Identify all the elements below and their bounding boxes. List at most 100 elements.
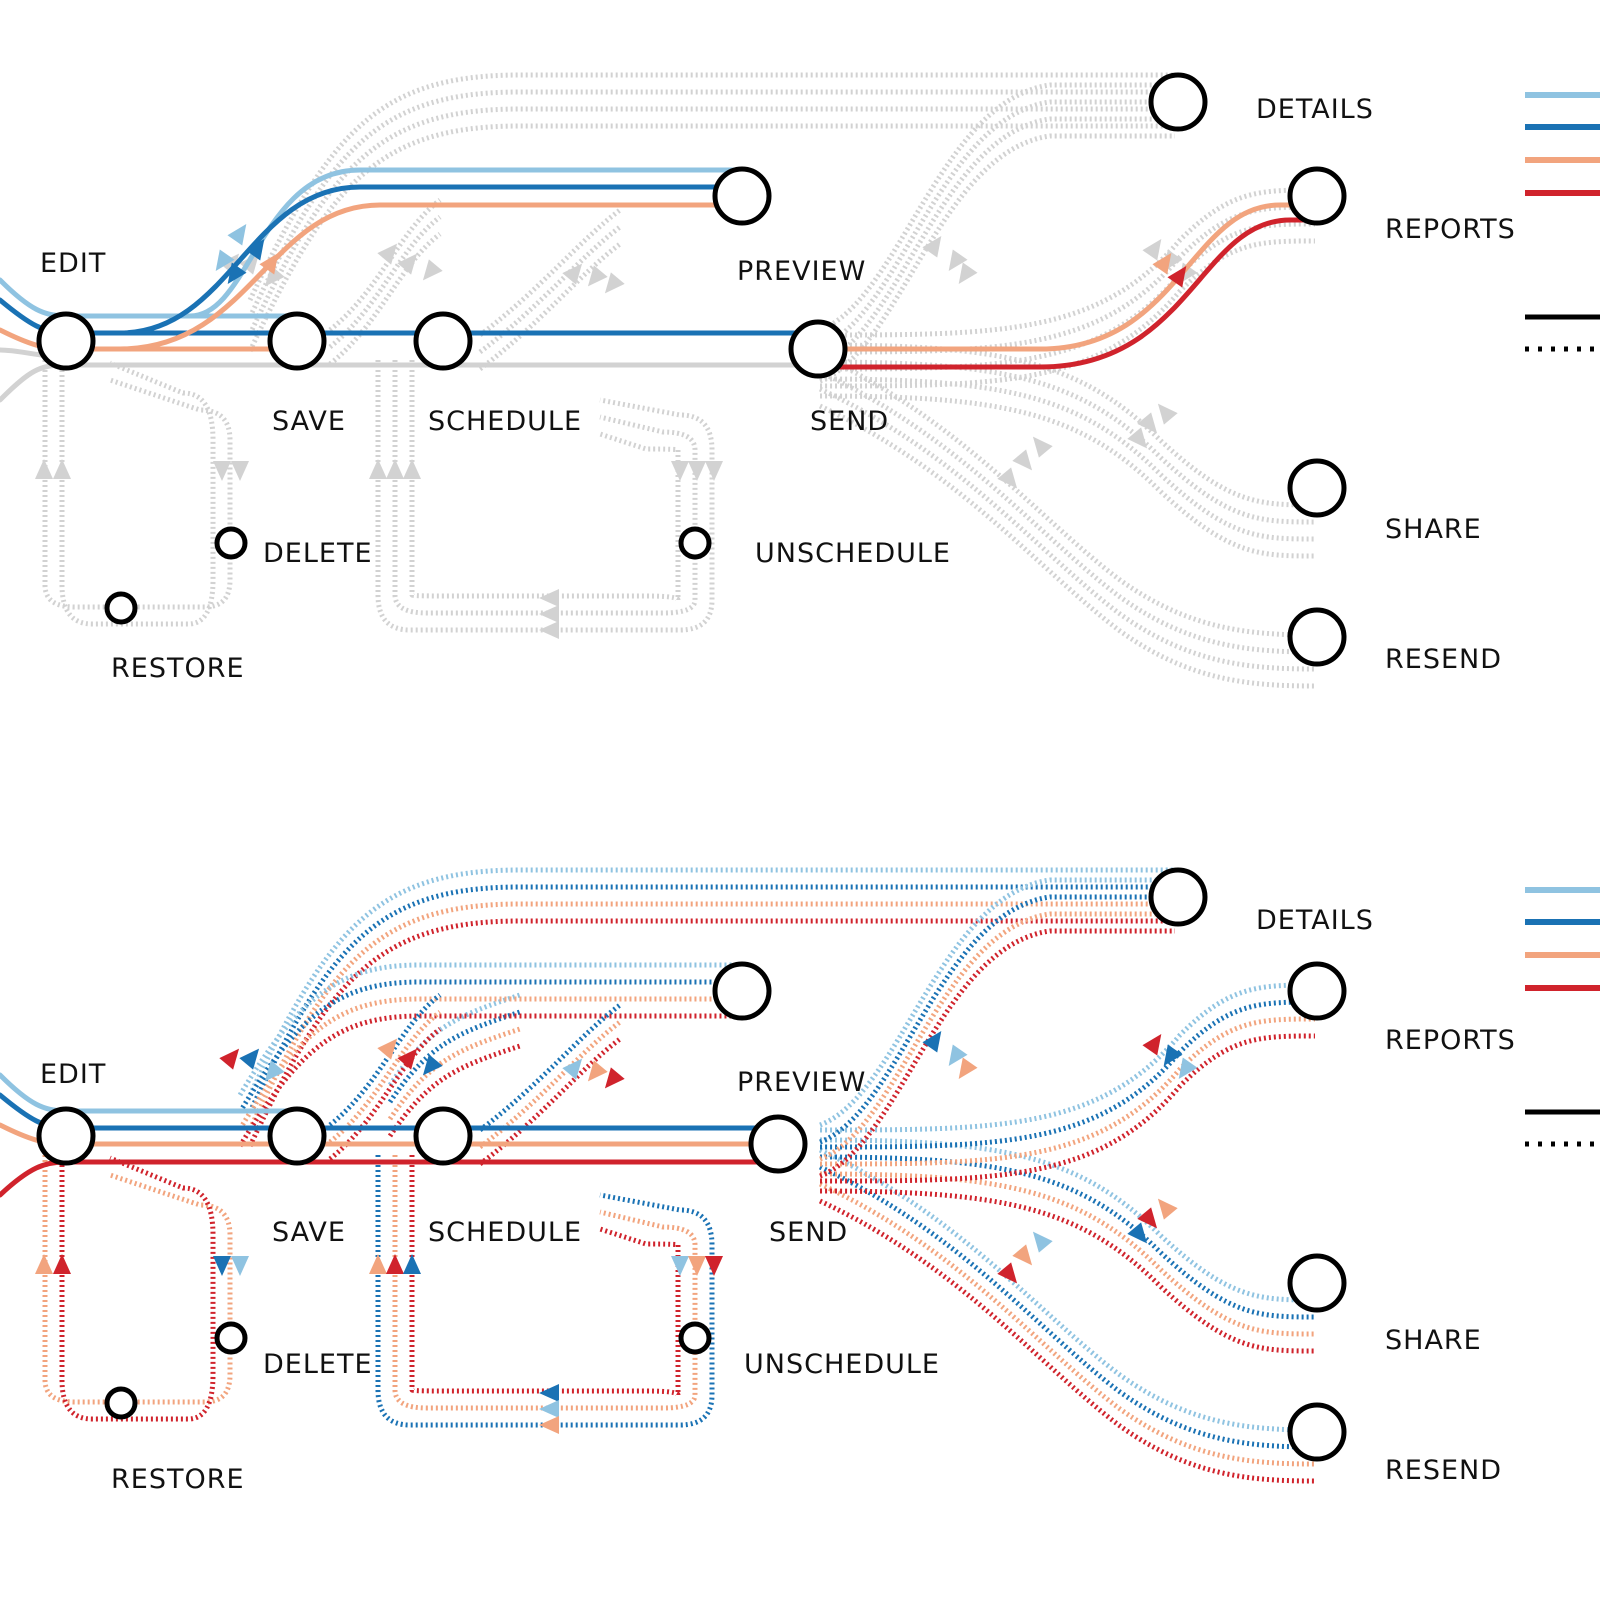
arrowhead [604,1067,625,1089]
dotted-send-to-share [819,393,1316,559]
label-details: DETAILS [1256,905,1374,936]
arrowhead-shape [239,1048,260,1070]
arrowhead-shape [397,253,418,275]
arrowhead [386,1254,404,1274]
arrowhead-shape [245,238,265,261]
dotted-send-to-resend [818,369,1316,655]
dotted-schedule-diag [478,225,622,354]
arrowhead-shape [604,272,625,294]
dotted-delete-restore-loop [59,360,216,627]
node-labels: EDIT SAVE SCHEDULE SEND PREVIEW DETAILS … [40,905,1516,1495]
arrowhead-shape [1152,252,1172,275]
arrowhead [587,1060,608,1082]
arrowhead [539,1384,559,1402]
node-edit [36,1106,96,1166]
arrowhead-shape [1142,1033,1162,1056]
arrowhead-shape [369,459,387,479]
arrowhead [239,1048,260,1070]
dotted-edit-to-details [247,901,1175,1131]
arrowhead [1032,1231,1053,1253]
dotted-send-to-reports [819,238,1316,389]
arrowhead [539,589,559,607]
arrowhead-shape [562,263,583,285]
dotted-send-to-reports [819,982,1316,1133]
node-save [267,311,327,371]
label-unschedule: UNSCHEDULE [744,1349,940,1380]
label-share: SHARE [1385,1325,1482,1356]
label-schedule: SCHEDULE [428,406,582,437]
arrowhead-shape [671,1256,689,1276]
arrowhead-shape [53,459,71,479]
arrowhead-shape [377,1038,398,1060]
arrowhead [422,1054,443,1076]
label-delete: DELETE [263,538,373,569]
node-save [267,1106,327,1166]
arrowhead-shape [688,461,706,481]
dotted-schedule-diag [478,208,622,337]
node-share [1287,458,1347,518]
dotted-send-to-reports [819,1016,1316,1167]
node-delete [214,526,248,560]
arrowhead [1157,403,1178,425]
arrowhead [397,253,418,275]
dotted-edit-to-details [247,89,1175,319]
arrowhead [539,1400,559,1418]
dotted-send-to-details [819,133,1175,384]
arrowhead [922,235,942,258]
label-resend: RESEND [1385,1455,1502,1486]
arrowhead [35,1254,53,1274]
arrowhead [671,461,689,481]
arrowhead [1178,1057,1198,1080]
arrowhead-shape [958,262,978,285]
dotted-save-to-preview [328,232,442,366]
arrowhead [1032,436,1053,458]
arrowhead [1012,1244,1033,1266]
dotted-send-to-resend [818,386,1316,672]
arrowhead-shape [1127,427,1148,449]
dotted-send-to-details [819,116,1175,367]
dotted-schedule-diag [478,242,622,371]
node-edit [36,311,96,371]
dotted-send-to-details [819,928,1175,1179]
arrowhead [1137,412,1158,434]
arrowhead [219,1048,240,1070]
arrowhead-shape [227,262,247,285]
dotted-edit-to-details [247,123,1175,353]
arrowhead [403,459,421,479]
dotted-send-to-details [819,877,1175,1128]
arrowhead-shape [1012,449,1033,471]
dotted-send-to-resend [818,1147,1316,1433]
dotted-send-to-reports [819,999,1316,1150]
node-restore [104,591,138,625]
arrowhead-shape [587,1060,608,1082]
arrowhead-shape [539,605,559,623]
bottom-panel: EDIT SAVE SCHEDULE SEND PREVIEW DETAILS … [0,867,1516,1495]
label-preview: PREVIEW [737,256,866,287]
nodes [36,72,1347,667]
arrowhead-shape [231,1256,249,1276]
node-details [1148,72,1208,132]
dotted-edit-to-details [247,106,1175,336]
arrowhead-shape [227,223,247,246]
dotted-send-to-details [819,894,1175,1145]
arrowhead-shape [922,1030,942,1053]
node-reports [1287,166,1347,226]
label-share: SHARE [1385,514,1482,545]
label-reports: REPORTS [1385,1025,1516,1056]
arrowhead-shape [1032,1231,1053,1253]
solid-red-main [0,1159,783,1198]
arrowhead [958,262,978,285]
arrowhead [231,1256,249,1276]
node-reports [1287,961,1347,1021]
arrowhead [1167,265,1187,288]
arrowhead-shape [259,252,279,275]
dotted-save-to-preview [328,215,442,349]
dotted-send-to-details [819,99,1175,350]
arrowhead [705,461,723,481]
dotted-delete-restore-loop [42,360,233,610]
arrowhead-shape [587,265,608,287]
arrowhead [53,459,71,479]
node-details [1148,867,1208,927]
label-save: SAVE [272,406,346,437]
node-delete [214,1321,248,1355]
